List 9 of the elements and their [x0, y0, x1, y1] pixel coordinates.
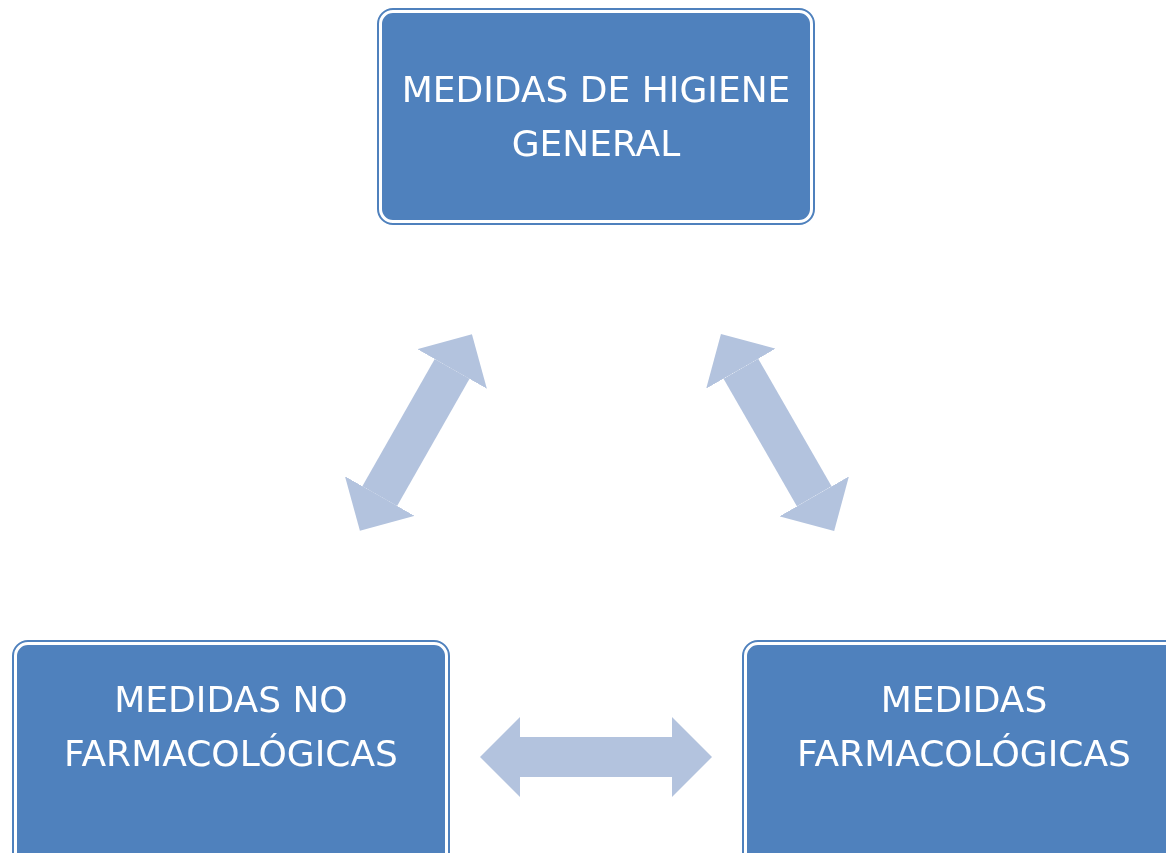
rounded-box — [744, 642, 1166, 853]
box-label: MEDIDAS NO FARMACOLÓGICAS — [63, 678, 399, 776]
double-arrow — [706, 334, 849, 531]
rounded-box — [379, 10, 813, 223]
double-arrow — [480, 717, 712, 797]
double-arrow — [344, 334, 487, 531]
rounded-box — [14, 642, 448, 853]
box-label: MEDIDAS FARMACOLÓGICAS — [796, 678, 1132, 776]
box-label: MEDIDAS DE HIGIENE GENERAL — [400, 67, 792, 166]
